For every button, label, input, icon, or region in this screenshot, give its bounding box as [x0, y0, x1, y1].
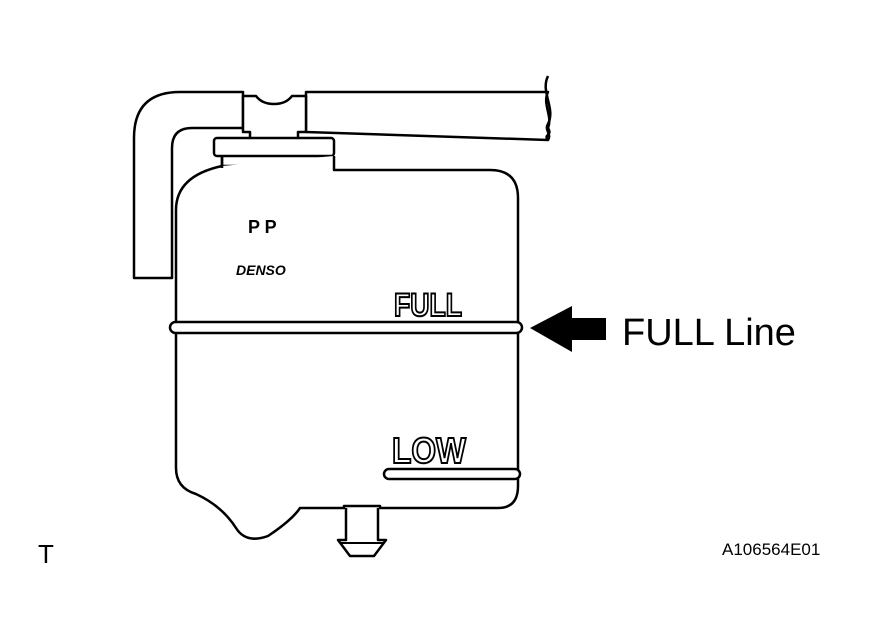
figure-id: A106564E01: [722, 540, 820, 559]
low-mark: LOW: [392, 430, 466, 471]
full-line-rib: [168, 320, 524, 335]
arrow-left-icon: [530, 306, 606, 352]
bottom-nozzle: [336, 508, 388, 558]
tee-connector: [241, 94, 308, 142]
right-hose: [304, 90, 551, 142]
full-mark: FULL: [394, 287, 462, 323]
left-hose: [132, 90, 245, 280]
right-hose-break: [544, 75, 552, 141]
full-line-callout: FULL Line: [622, 312, 796, 354]
reservoir-tank: [174, 156, 520, 540]
pp-label: P P: [248, 217, 277, 237]
denso-logo: DENSO: [236, 262, 286, 278]
filler-neck: [212, 136, 336, 158]
corner-letter: T: [38, 539, 54, 569]
low-line-rib: [382, 467, 522, 481]
